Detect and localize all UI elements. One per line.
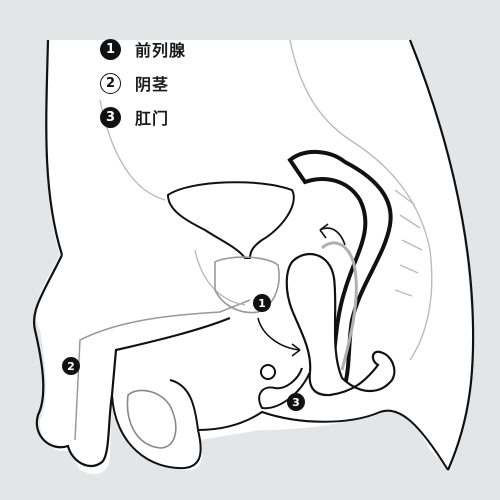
back-contour [408, 39, 475, 471]
movement-arrowhead [319, 223, 329, 239]
callout-penis: 2 [62, 357, 80, 375]
penis-outline [32, 254, 231, 468]
legend-marker-1: 1 [100, 38, 121, 60]
testis [126, 389, 177, 449]
legend-label-penis: 阴茎 [135, 75, 170, 94]
prostate [214, 256, 280, 314]
legend-item-prostate: 1 前列腺 [100, 38, 186, 60]
perineum-contour [197, 409, 449, 471]
legend-label-anus: 肛门 [135, 109, 170, 128]
legend-item-anus: 3 肛门 [100, 106, 186, 128]
legend-marker-3: 3 [100, 106, 121, 128]
legend-marker-2: 2 [100, 72, 121, 94]
urethra-line [74, 299, 251, 441]
rectum [287, 150, 393, 393]
scrotum-outline [111, 379, 202, 470]
legend-label-prostate: 前列腺 [135, 41, 187, 60]
spine-hint [289, 39, 433, 361]
legend-item-penis: 2 阴茎 [100, 72, 186, 94]
insertion-arrow [257, 317, 301, 351]
device-perineal-pad [260, 364, 276, 380]
device-body [285, 253, 396, 397]
abdomen-contour [45, 39, 64, 256]
device-shadow [320, 241, 358, 371]
bladder [166, 181, 295, 259]
sacrum-hint [394, 189, 423, 297]
legend: 1 前列腺 2 阴茎 3 肛门 [100, 38, 186, 140]
insertion-arrowhead [291, 343, 301, 357]
callout-anus: 3 [287, 393, 305, 411]
callout-prostate: 1 [253, 294, 271, 312]
